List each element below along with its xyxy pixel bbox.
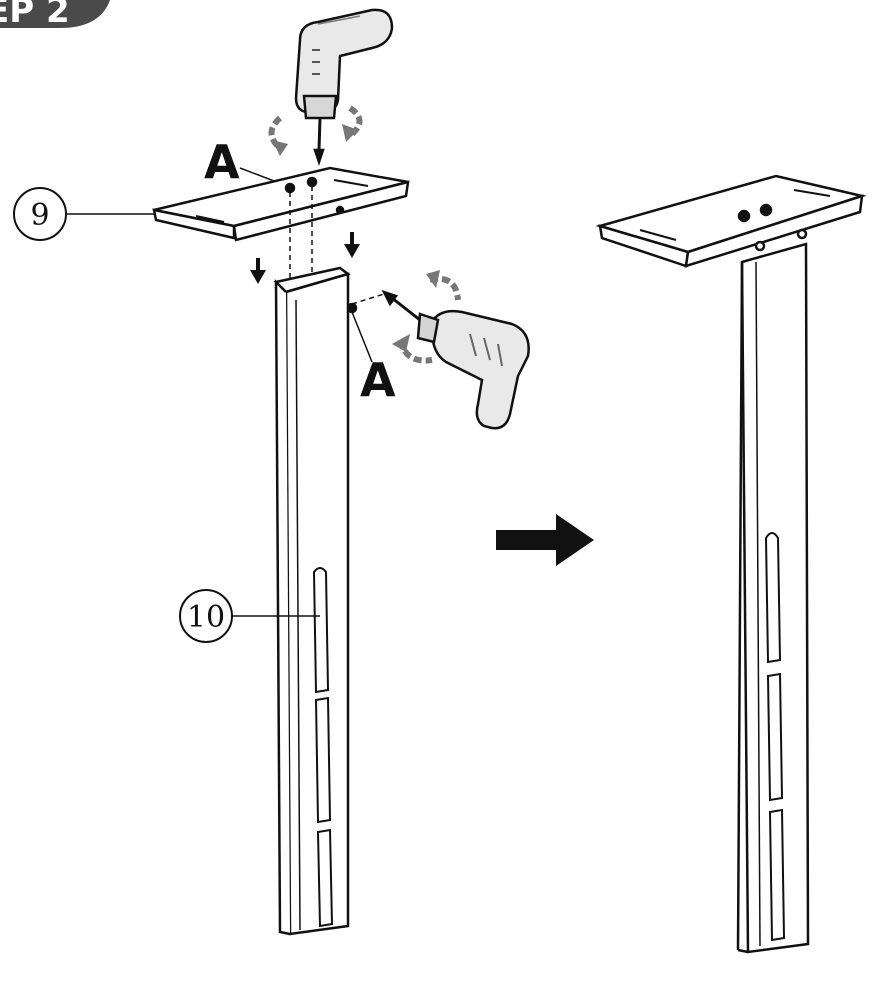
pole-part <box>273 266 358 936</box>
right-arrow-icon <box>496 514 594 566</box>
plate-part <box>152 166 410 242</box>
part-number-10: 10 <box>187 600 225 635</box>
drill-side-icon <box>381 270 530 430</box>
assembled-stand <box>595 174 867 954</box>
part-callout-9: 9 <box>13 187 154 241</box>
step-badge-text: EP 2 <box>0 0 70 31</box>
part-number-9: 9 <box>30 198 49 233</box>
step-badge: EP 2 <box>0 0 110 31</box>
screw-label-side: A <box>360 353 396 407</box>
drill-top-icon <box>268 8 394 166</box>
screw-label-top: A <box>204 135 240 189</box>
down-arrow-icon <box>250 232 360 284</box>
part-callout-10: 10 <box>179 589 320 643</box>
